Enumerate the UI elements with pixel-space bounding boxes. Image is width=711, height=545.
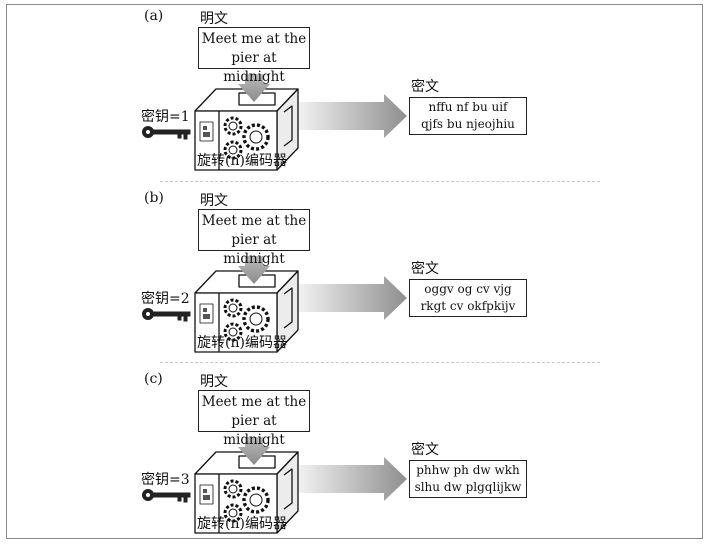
key-icon [142,489,191,503]
panel-divider [160,362,600,363]
gears-icon [223,116,270,160]
gears-icon [223,479,270,523]
panel-label: (b) [144,190,164,206]
plaintext-box: Meet me at the pier at midnight [198,390,310,448]
key-icon [142,126,191,140]
ciphertext-line: nffu nf bu uif [428,100,508,114]
key-label: 密钥=3 [141,472,190,488]
encoder-illustration [142,256,407,353]
plaintext-line: pier at midnight [223,232,285,267]
ciphertext-line: oggv og cv vjg [424,282,512,296]
plaintext-box: Meet me at the pier at midnight [198,27,310,85]
ciphertext-title: 密文 [411,442,439,458]
encoder-label: 旋转(n)编码器 [197,153,287,169]
ciphertext-line: slhu dw plgqlijkw [414,480,522,494]
ciphertext-line: qjfs bu njeojhiu [421,117,515,131]
output-arrow [296,457,407,501]
cipher-panel: (a) 明文 Meet me at the pier at midnight 密… [0,0,711,180]
key-label: 密钥=1 [141,109,190,125]
plaintext-line: Meet me at the [201,31,307,47]
plaintext-line: Meet me at the [201,394,307,410]
encoder-machine [194,451,299,534]
input-arrow [238,437,270,465]
cipher-panel: (c) 明文 Meet me at the pier at midnight 密… [0,363,711,543]
encoder-machine [194,270,299,353]
key-icon [142,308,191,322]
plaintext-line: Meet me at the [201,213,307,229]
panel-label: (c) [144,371,163,387]
plaintext-title: 明文 [200,193,228,209]
gears-icon [223,298,270,342]
encoder-label: 旋转(n)编码器 [197,516,287,532]
panel-label: (a) [144,8,164,24]
plaintext-title: 明文 [200,11,228,27]
output-arrow [296,276,407,320]
cipher-panel: (b) 明文 Meet me at the pier at midnight 密… [0,182,711,362]
ciphertext-title: 密文 [411,261,439,277]
encoder-machine [194,88,299,171]
encoder-label: 旋转(n)编码器 [197,335,287,351]
plaintext-line: pier at midnight [223,50,285,85]
encoder-illustration [142,437,407,534]
figure-frame [6,4,703,539]
ciphertext-box: oggv og cv vjg rkgt cv okfpkijv [409,279,527,317]
input-arrow [238,256,270,284]
encoder-illustration [142,74,407,171]
ciphertext-box: nffu nf bu uif qjfs bu njeojhiu [409,97,527,135]
panel-divider [160,181,600,182]
output-arrow [296,94,407,138]
plaintext-box: Meet me at the pier at midnight [198,209,310,267]
plaintext-line: pier at midnight [223,413,285,448]
input-arrow [238,74,270,102]
ciphertext-title: 密文 [411,79,439,95]
plaintext-title: 明文 [200,374,228,390]
ciphertext-line: rkgt cv okfpkijv [420,299,516,313]
ciphertext-line: phhw ph dw wkh [416,463,520,477]
key-label: 密钥=2 [141,291,190,307]
ciphertext-box: phhw ph dw wkh slhu dw plgqlijkw [409,460,527,498]
